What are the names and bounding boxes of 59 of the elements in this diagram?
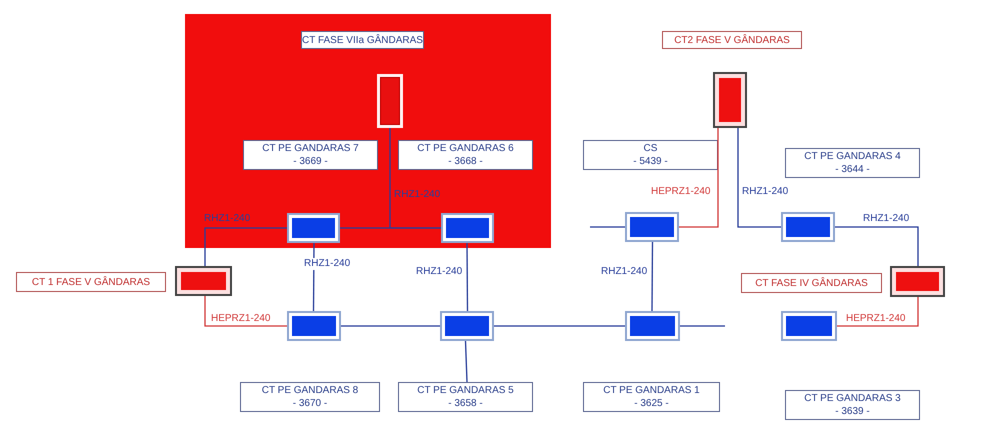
substation-symbol xyxy=(781,311,837,341)
station-name-text: - 3644 - xyxy=(835,163,870,176)
substation-area xyxy=(185,14,551,248)
station-name-text: CT PE GANDARAS 5 xyxy=(417,384,514,397)
cable-line xyxy=(680,325,725,327)
substation-symbol xyxy=(625,212,679,242)
substation-label-box xyxy=(583,382,720,412)
cable-line xyxy=(737,128,781,228)
station-name-text: CT PE GANDARAS 6 xyxy=(417,142,514,155)
station-name-text: - 3625 - xyxy=(634,397,669,410)
station-name-text: CT2 FASE V GÂNDARAS xyxy=(674,34,790,46)
substation-label-box xyxy=(785,390,920,420)
substation-label-box xyxy=(398,382,533,412)
cable-line xyxy=(340,227,441,229)
cable-line xyxy=(590,226,625,228)
substation-symbol xyxy=(440,311,494,341)
station-name-text: - 5439 - xyxy=(633,155,668,168)
cable-line xyxy=(679,128,719,228)
substation-symbol xyxy=(625,311,680,341)
substation-symbol xyxy=(441,213,494,243)
station-name-text: - 3670 - xyxy=(292,397,328,410)
cable-line xyxy=(204,296,287,327)
cable-line xyxy=(651,242,654,311)
source-substation-symbol xyxy=(377,74,403,128)
station-name-text: CT FASE IV GÂNDARAS xyxy=(755,278,868,288)
substation-label-box xyxy=(583,140,718,170)
substation-symbol xyxy=(287,311,341,341)
station-name-text: - 3639 - xyxy=(835,405,870,418)
station-name-text: CS xyxy=(644,142,658,155)
cable-line xyxy=(837,297,919,327)
station-name-text: CT PE GANDARAS 8 xyxy=(262,384,358,397)
substation-label-box xyxy=(398,140,533,170)
source-substation-symbol xyxy=(890,266,945,297)
station-name-text: CT 1 FASE V GÂNDARAS xyxy=(32,276,150,288)
substation-label-box xyxy=(785,148,920,178)
substation-label-box xyxy=(240,382,380,412)
station-name-text: CT PE GANDARAS 3 xyxy=(804,392,901,405)
substation-symbol xyxy=(287,213,340,243)
cable-line xyxy=(341,325,440,327)
substation-label-box xyxy=(243,140,378,170)
cable-line xyxy=(835,226,919,266)
station-name-text: - 3668 - xyxy=(448,155,483,168)
station-name-text: - 3669 - xyxy=(293,155,328,168)
substation-symbol xyxy=(781,212,835,242)
cable-line xyxy=(464,340,468,382)
station-name-text: CT PE GANDARAS 1 xyxy=(603,384,700,397)
source-substation-symbol xyxy=(175,266,232,296)
source-substation-symbol xyxy=(713,72,747,128)
cable-line xyxy=(466,243,468,311)
cable-line xyxy=(204,227,287,266)
station-name-text: CT FASE VIIa GÂNDARAS xyxy=(302,34,423,46)
station-name-text: - 3658 - xyxy=(448,397,483,410)
source-label-box xyxy=(741,273,882,293)
source-label-box xyxy=(16,272,166,292)
edge-label: RHZ1-240 xyxy=(303,258,352,270)
station-name-text: CT PE GANDARAS 7 xyxy=(262,142,359,155)
source-label-box xyxy=(662,31,802,49)
cable-line xyxy=(494,325,625,327)
station-name-text: CT PE GANDARAS 4 xyxy=(804,150,901,163)
